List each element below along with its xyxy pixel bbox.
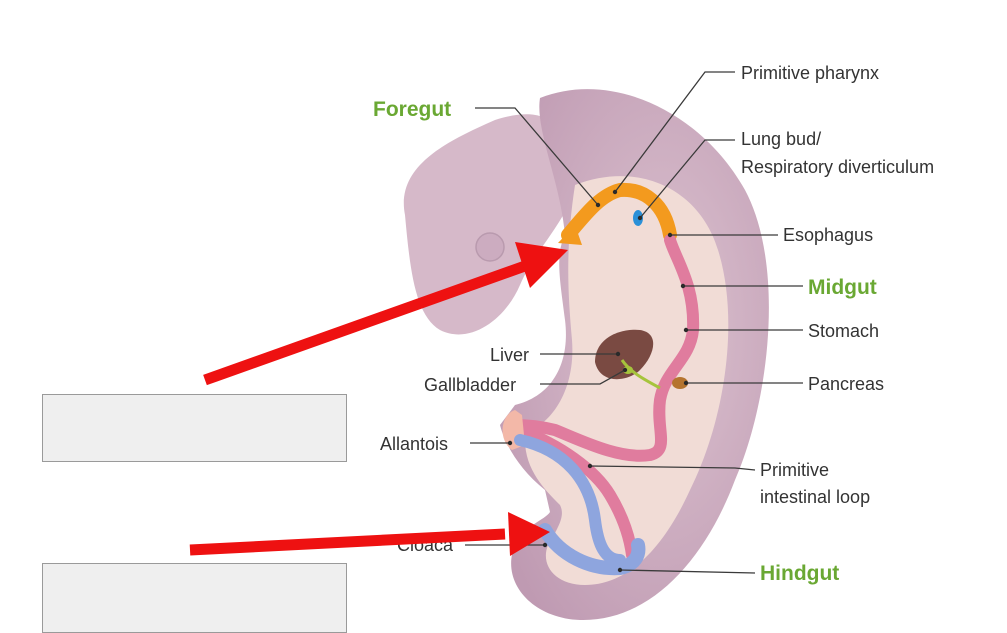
foregut-tip bbox=[558, 225, 582, 245]
label-gallbladder: Gallbladder bbox=[424, 375, 516, 395]
label-allantois: Allantois bbox=[380, 434, 448, 454]
label-stomach: Stomach bbox=[808, 321, 879, 341]
label-esophagus: Esophagus bbox=[783, 225, 873, 245]
label-intestinal-loop-line1: Primitive bbox=[760, 460, 829, 480]
leader-lines bbox=[465, 71, 803, 574]
label-hindgut: Hindgut bbox=[760, 562, 839, 585]
label-liver: Liver bbox=[490, 345, 529, 365]
pancreas-shape bbox=[672, 377, 688, 389]
arrow-lower bbox=[189, 512, 550, 556]
intestinal-loop-return bbox=[514, 424, 638, 561]
bile-duct bbox=[620, 359, 661, 390]
embryo-eye bbox=[475, 232, 505, 262]
label-foregut: Foregut bbox=[373, 98, 451, 121]
arrow-lower-head bbox=[508, 512, 550, 556]
liver-shape bbox=[595, 329, 654, 380]
answer-box-lower[interactable] bbox=[42, 563, 347, 633]
label-midgut: Midgut bbox=[808, 276, 877, 299]
arrow-upper-head bbox=[515, 242, 568, 288]
hindgut-tube bbox=[514, 434, 626, 566]
arrow-upper bbox=[203, 242, 568, 386]
label-pancreas: Pancreas bbox=[808, 374, 884, 394]
foregut-tube bbox=[561, 182, 677, 242]
midgut-tube bbox=[509, 234, 700, 462]
embryo-head bbox=[403, 114, 575, 335]
label-primitive-pharynx: Primitive pharynx bbox=[741, 63, 879, 83]
label-lung-bud-line1: Lung bud/ bbox=[741, 129, 821, 149]
answer-box-upper[interactable] bbox=[42, 394, 347, 462]
label-lung-bud-line2: Respiratory diverticulum bbox=[741, 157, 934, 177]
label-intestinal-loop-line2: intestinal loop bbox=[760, 487, 870, 507]
